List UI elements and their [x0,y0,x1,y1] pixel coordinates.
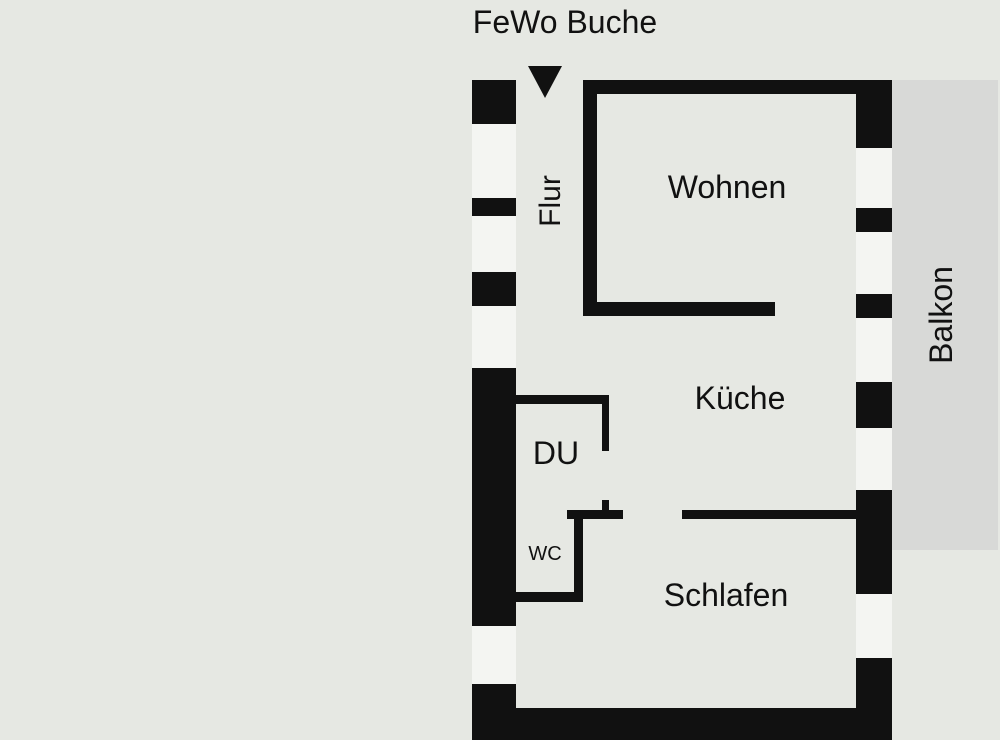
room-label-schlafen: Schlafen [664,577,789,613]
plan-title: FeWo Buche [473,4,657,40]
balcony-area [890,80,998,550]
room-label-wohnen: Wohnen [668,169,787,205]
right-exterior-wall [856,80,892,740]
wohnen-walls [583,80,856,316]
room-label-wc: WC [528,543,561,565]
kitchen-bedroom-wall [567,510,856,519]
wc-walls [516,510,583,602]
room-label-balkon: Balkon [923,266,959,364]
du-walls [516,395,609,512]
room-label-kueche: Küche [695,380,786,416]
room-label-du: DU [533,435,579,471]
entrance-arrow-icon [528,66,562,98]
left-exterior-wall [472,80,516,740]
room-label-flur: Flur [534,175,567,227]
bottom-wall [472,708,892,740]
